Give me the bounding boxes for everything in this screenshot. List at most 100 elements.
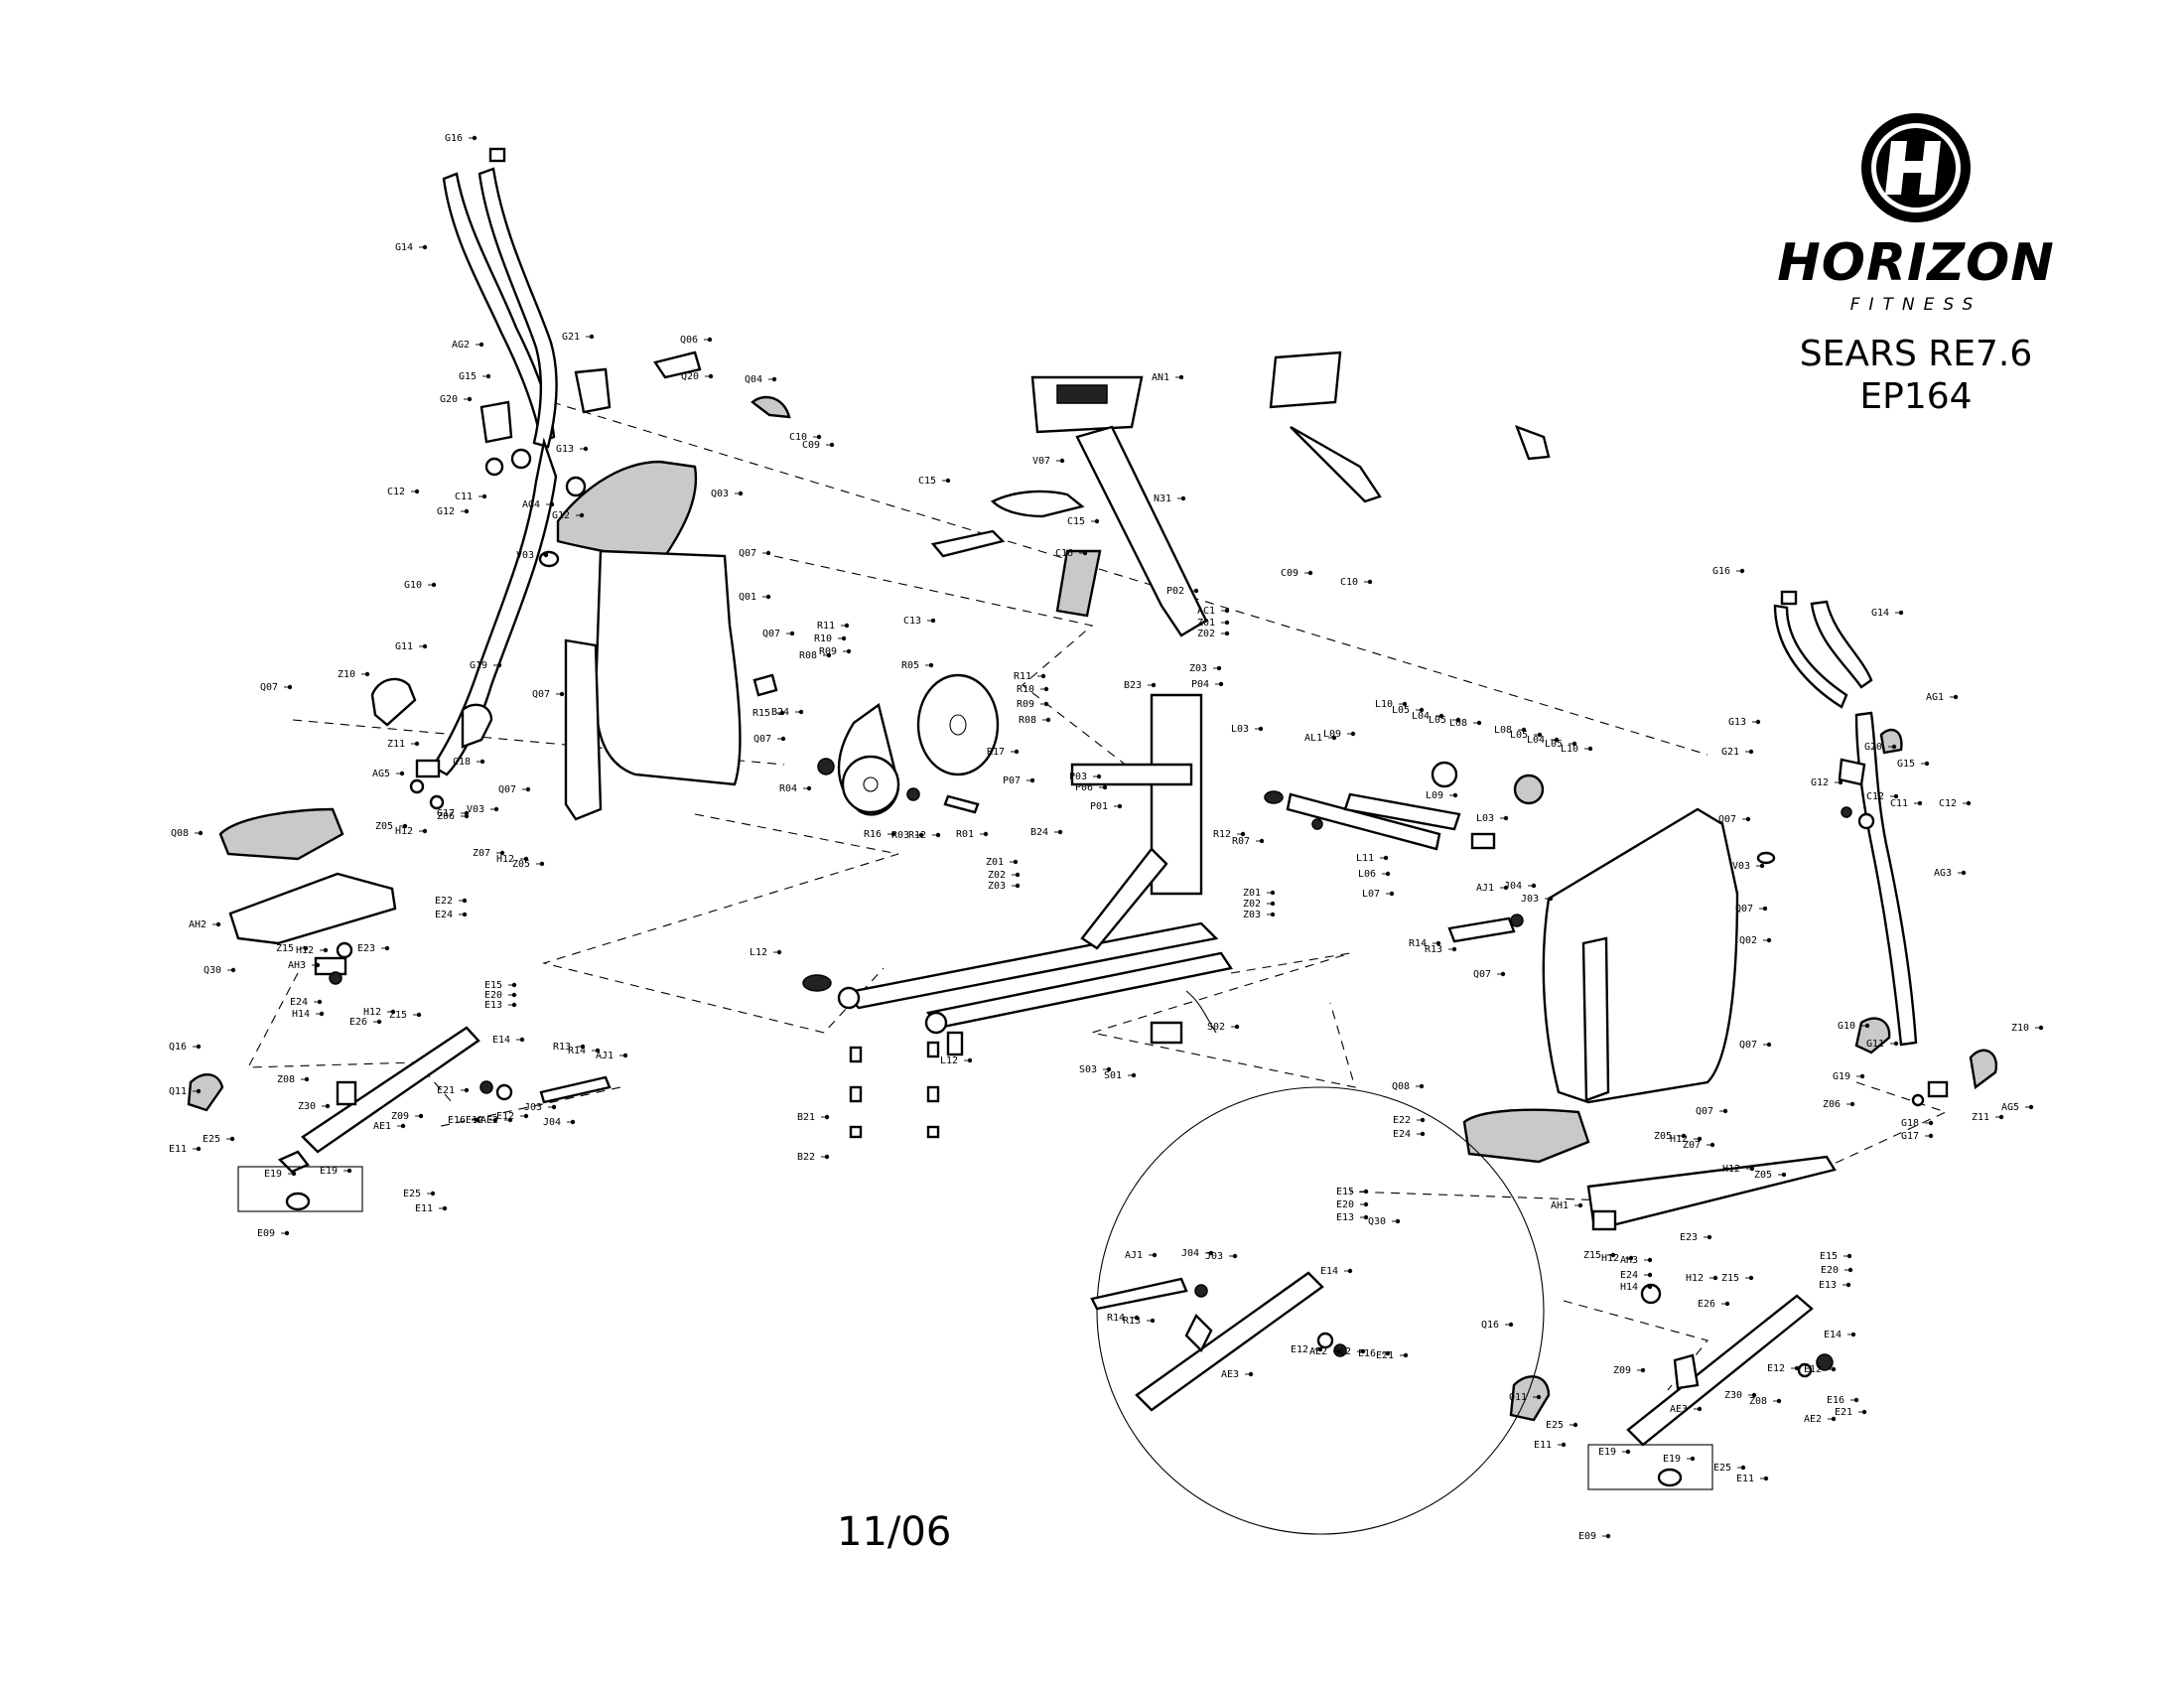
part-label-g16: G16: [445, 133, 463, 144]
part-label-l12: L12: [940, 1056, 958, 1066]
part-label-r08: R08: [1019, 715, 1036, 726]
part-label-z30: Z30: [1724, 1390, 1742, 1401]
part-label-r17: R17: [987, 747, 1005, 758]
part-label-z06: Z06: [437, 811, 455, 822]
part-label-z15: Z15: [276, 943, 294, 954]
part-label-ae2: AE2: [1309, 1346, 1327, 1357]
part-label-r11: R11: [1014, 671, 1031, 682]
part-label-c15: C15: [1067, 516, 1085, 527]
part-label-l04: L04: [1412, 711, 1430, 722]
part-label-b22: B22: [797, 1152, 815, 1163]
part-label-g20: G20: [440, 394, 458, 405]
revision-date: 11/06: [837, 1509, 952, 1555]
part-label-al1: AL1: [1304, 733, 1322, 744]
part-label-h12: H12: [296, 945, 314, 956]
part-label-ae3: AE3: [1221, 1369, 1239, 1380]
part-label-z15: Z15: [1721, 1273, 1739, 1284]
part-label-g10: G10: [404, 580, 422, 591]
part-label-e15: E15: [1336, 1187, 1354, 1197]
part-label-g21: G21: [562, 332, 580, 343]
part-label-l10: L10: [1561, 744, 1578, 755]
part-label-q02: Q02: [1739, 935, 1757, 946]
part-label-r08: R08: [799, 650, 817, 661]
part-label-g20: G20: [1864, 742, 1882, 753]
part-label-z09: Z09: [1613, 1365, 1631, 1376]
part-label-b23: B23: [1124, 680, 1142, 691]
part-label-g11: G11: [1866, 1039, 1884, 1050]
part-label-e09: E09: [1578, 1531, 1596, 1542]
part-label-e19: E19: [320, 1166, 338, 1177]
part-label-b24: B24: [1030, 827, 1048, 838]
part-label-g10: G10: [1838, 1021, 1855, 1032]
part-label-g13: G13: [1728, 717, 1746, 728]
part-label-e15: E15: [484, 980, 502, 991]
console-assembly: [930, 351, 1551, 896]
brand-block: HORIZON FITNESS SEARS RE7.6 EP164: [1727, 109, 2105, 418]
part-label-j03: J03: [1205, 1251, 1223, 1262]
part-label-e19: E19: [1663, 1454, 1681, 1465]
part-label-r13: R13: [553, 1042, 571, 1053]
part-label-e12: E12: [1804, 1364, 1822, 1375]
part-label-ae2: AE2: [1804, 1414, 1822, 1425]
part-label-e11: E11: [415, 1203, 433, 1214]
part-label-z06: Z06: [1823, 1099, 1841, 1110]
part-label-z05: Z05: [1754, 1170, 1772, 1181]
part-label-e24: E24: [290, 997, 308, 1008]
part-label-z07: Z07: [1683, 1140, 1701, 1151]
part-label-e20: E20: [484, 990, 502, 1001]
part-label-l06: L06: [1358, 869, 1376, 880]
part-label-s03: S03: [1079, 1064, 1097, 1075]
part-label-e25: E25: [203, 1134, 220, 1145]
part-label-h12: H12: [363, 1007, 381, 1018]
part-label-e16: E16: [1827, 1395, 1844, 1406]
part-label-q11: Q11: [1509, 1392, 1527, 1403]
part-label-e22: E22: [435, 896, 453, 907]
part-label-r04: R04: [779, 783, 797, 794]
part-label-z03: Z03: [988, 881, 1006, 892]
part-label-ah3: AH3: [1620, 1255, 1638, 1266]
part-label-z03: Z03: [1189, 663, 1207, 674]
part-label-l08: L08: [1494, 725, 1512, 736]
part-label-aj1: AJ1: [596, 1051, 614, 1061]
part-label-e23: E23: [1680, 1232, 1698, 1243]
part-label-c12: C12: [1939, 798, 1957, 809]
part-label-c11: C11: [1890, 798, 1908, 809]
part-label-e12: E12: [1291, 1344, 1308, 1355]
part-label-e09: E09: [257, 1228, 275, 1239]
part-label-r03: R03: [891, 830, 909, 841]
right-pedal-assembly: [1462, 1108, 1837, 1490]
part-label-j03: J03: [1521, 894, 1539, 905]
part-label-an1: AN1: [1152, 372, 1169, 383]
part-label-b21: B21: [797, 1112, 815, 1123]
part-label-e12: E12: [496, 1111, 514, 1122]
part-label-e12: E12: [1767, 1363, 1785, 1374]
part-label-l09: L09: [1323, 729, 1341, 740]
part-label-g15: G15: [459, 371, 477, 382]
part-label-p02: P02: [1166, 586, 1184, 597]
part-label-q07: Q07: [762, 629, 780, 639]
part-label-e26: E26: [349, 1017, 367, 1028]
part-label-h12: H12: [1686, 1273, 1704, 1284]
part-label-h12: H12: [1670, 1134, 1688, 1145]
part-label-h12: H12: [1601, 1253, 1619, 1264]
part-label-q07: Q07: [260, 682, 278, 693]
part-label-z03: Z03: [1243, 910, 1261, 920]
brand-tagline: FITNESS: [1849, 295, 1982, 315]
part-label-c09: C09: [1281, 568, 1298, 579]
part-label-z30: Z30: [298, 1101, 316, 1112]
part-label-z15: Z15: [389, 1010, 407, 1021]
part-label-q08: Q08: [1392, 1081, 1410, 1092]
part-label-c15: C15: [918, 476, 936, 487]
part-label-r14: R14: [1409, 938, 1427, 949]
part-label-v07: V07: [1032, 456, 1050, 467]
part-label-z05: Z05: [1654, 1131, 1672, 1142]
part-label-h12: H12: [395, 826, 413, 837]
part-label-r09: R09: [819, 646, 837, 657]
part-label-z09: Z09: [391, 1111, 409, 1122]
part-label-e11: E11: [1736, 1474, 1754, 1484]
part-label-g17: G17: [437, 808, 455, 819]
part-label-z08: Z08: [1749, 1396, 1767, 1407]
part-label-e25: E25: [1546, 1420, 1564, 1431]
part-label-e15: E15: [1820, 1251, 1838, 1262]
